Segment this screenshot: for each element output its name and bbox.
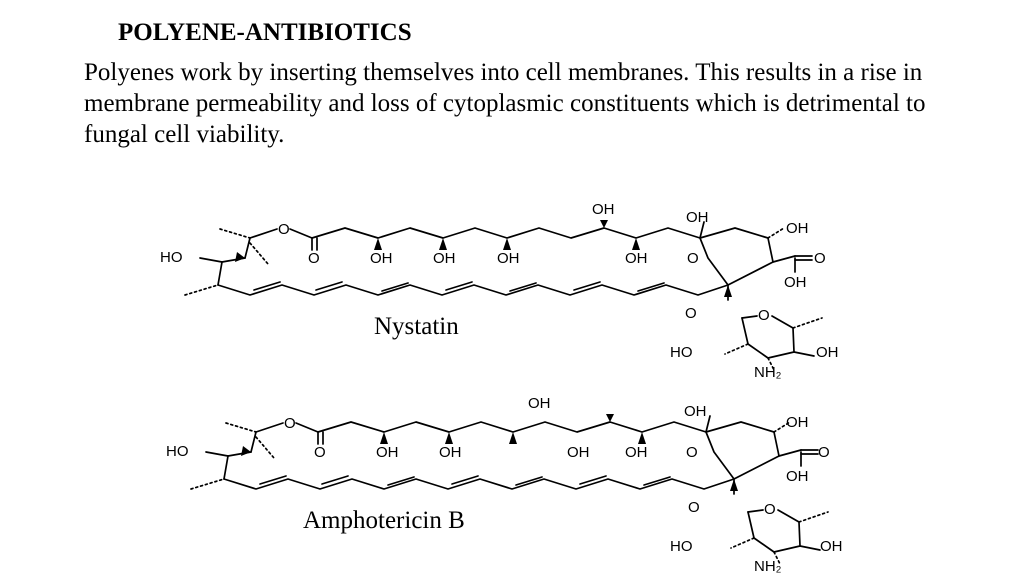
label-oh: OH (567, 444, 590, 461)
label-o: O (686, 444, 698, 461)
label-o: O (814, 250, 826, 267)
label-oh: OH (433, 250, 456, 267)
molecule-name-amphotericin-b: Amphotericin B (303, 507, 465, 534)
label-oh: OH (625, 250, 648, 267)
label-oh: OH (786, 220, 809, 237)
label-o: O (308, 250, 320, 267)
label-o: O (685, 305, 697, 322)
label-oh: OH (592, 201, 615, 218)
label-oh: OH (528, 395, 551, 412)
label-o: O (764, 501, 776, 518)
label-oh: OH (686, 209, 709, 226)
label-oh: OH (497, 250, 520, 267)
amphotericin-b-structure: HO O O OH OH OH OH OH OH O OH O OH O O H… (166, 395, 843, 575)
label-o: O (818, 444, 830, 461)
label-nh2: NH₂ (754, 558, 782, 575)
nystatin-structure: HO O O OH OH OH OH OH OH O OH O OH O O H… (160, 201, 839, 381)
label-o: O (314, 444, 326, 461)
label-nh2: NH₂ (754, 364, 782, 381)
label-o: O (687, 250, 699, 267)
label-ho: HO (670, 538, 693, 555)
label-ho: HO (160, 249, 183, 266)
label-o: O (688, 499, 700, 516)
label-oh: OH (784, 274, 807, 291)
label-o: O (758, 307, 770, 324)
label-oh: OH (376, 444, 399, 461)
label-oh: OH (786, 468, 809, 485)
label-oh: OH (370, 250, 393, 267)
label-o: O (284, 415, 296, 432)
label-ho: HO (166, 443, 189, 460)
label-oh: OH (820, 538, 843, 555)
molecule-name-nystatin: Nystatin (374, 313, 459, 340)
slide-paragraph: Polyenes work by inserting themselves in… (84, 59, 926, 148)
label-oh: OH (816, 344, 839, 361)
label-o: O (278, 221, 290, 238)
label-oh: OH (439, 444, 462, 461)
label-ho: HO (670, 344, 693, 361)
slide-title: POLYENE-ANTIBIOTICS (118, 19, 412, 46)
label-oh: OH (786, 414, 809, 431)
label-oh: OH (684, 403, 707, 420)
label-oh: OH (625, 444, 648, 461)
